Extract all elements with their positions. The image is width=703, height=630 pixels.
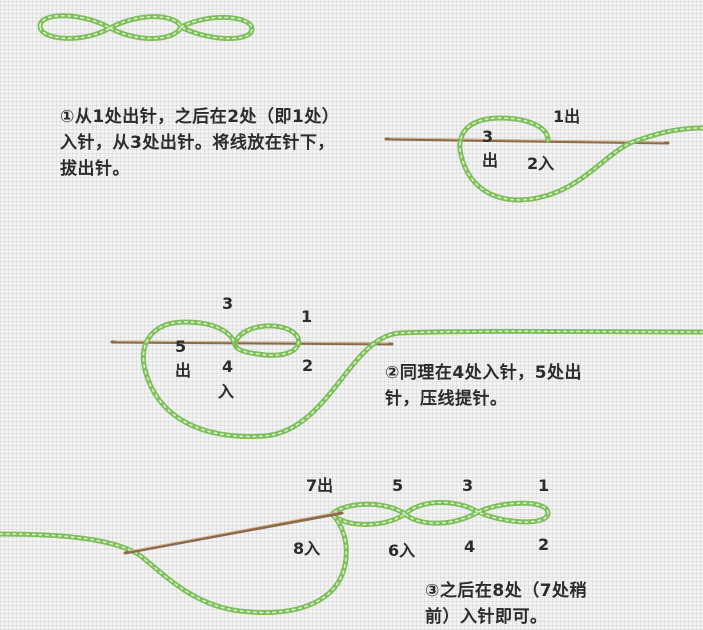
needle-1 xyxy=(384,137,670,145)
fig3-label-1: 1 xyxy=(538,476,550,495)
fig2-label-2: 2 xyxy=(302,356,314,375)
figure-3-stitch xyxy=(0,500,551,615)
fig2-label-3: 3 xyxy=(222,294,234,313)
fig3-label-3: 3 xyxy=(462,476,474,495)
fig2-label-4: 4 xyxy=(222,357,234,376)
yarn-3 xyxy=(0,511,349,615)
fig2-label-in: 入 xyxy=(218,382,235,401)
step-1-line-3: 拔出针。 xyxy=(60,159,130,179)
fig3-label-4: 4 xyxy=(464,537,476,556)
needle-2 xyxy=(110,340,394,346)
step-3-line-2: 前）入针即可。 xyxy=(425,607,548,627)
fig3-label-2: 2 xyxy=(538,535,550,554)
fig1-label-1-out: 1出 xyxy=(553,107,581,126)
step-3-text: ③之后在8处（7处稍 前）入针即可。 xyxy=(425,578,587,630)
step-2-line-2: 针，压线提针。 xyxy=(385,389,508,409)
fig3-label-6-in: 6入 xyxy=(388,541,416,560)
fig2-label-out: 出 xyxy=(175,361,192,380)
step-2-text: ②同理在4处入针，5处出 针，压线提针。 xyxy=(385,360,582,412)
step-2-line-1: ②同理在4处入针，5处出 xyxy=(385,363,583,383)
figure-2-stitch xyxy=(110,319,703,439)
fig1-label-3: 3 xyxy=(482,127,494,146)
step-1-line-2: 入针，从3处出针。将线放在针下， xyxy=(60,133,335,153)
step-3-line-1: ③之后在8处（7处稍 xyxy=(425,581,588,601)
finished-chain-sample xyxy=(37,13,255,41)
fig3-label-5: 5 xyxy=(392,476,404,495)
fig3-label-7-out: 7出 xyxy=(306,476,334,495)
fig1-label-out: 出 xyxy=(482,151,499,170)
fig1-label-2-in: 2入 xyxy=(527,154,555,173)
figure-1-stitch xyxy=(384,115,703,203)
fig3-label-8-in: 8入 xyxy=(293,539,321,558)
fig2-label-1: 1 xyxy=(301,307,313,326)
step-1-line-1: ①从1处出针，之后在2处（即1处） xyxy=(60,107,340,127)
step-1-text: ①从1处出针，之后在2处（即1处） 入针，从3处出针。将线放在针下， 拔出针。 xyxy=(60,104,339,182)
fig2-label-5: 5 xyxy=(175,337,187,356)
needle-3 xyxy=(123,511,344,555)
